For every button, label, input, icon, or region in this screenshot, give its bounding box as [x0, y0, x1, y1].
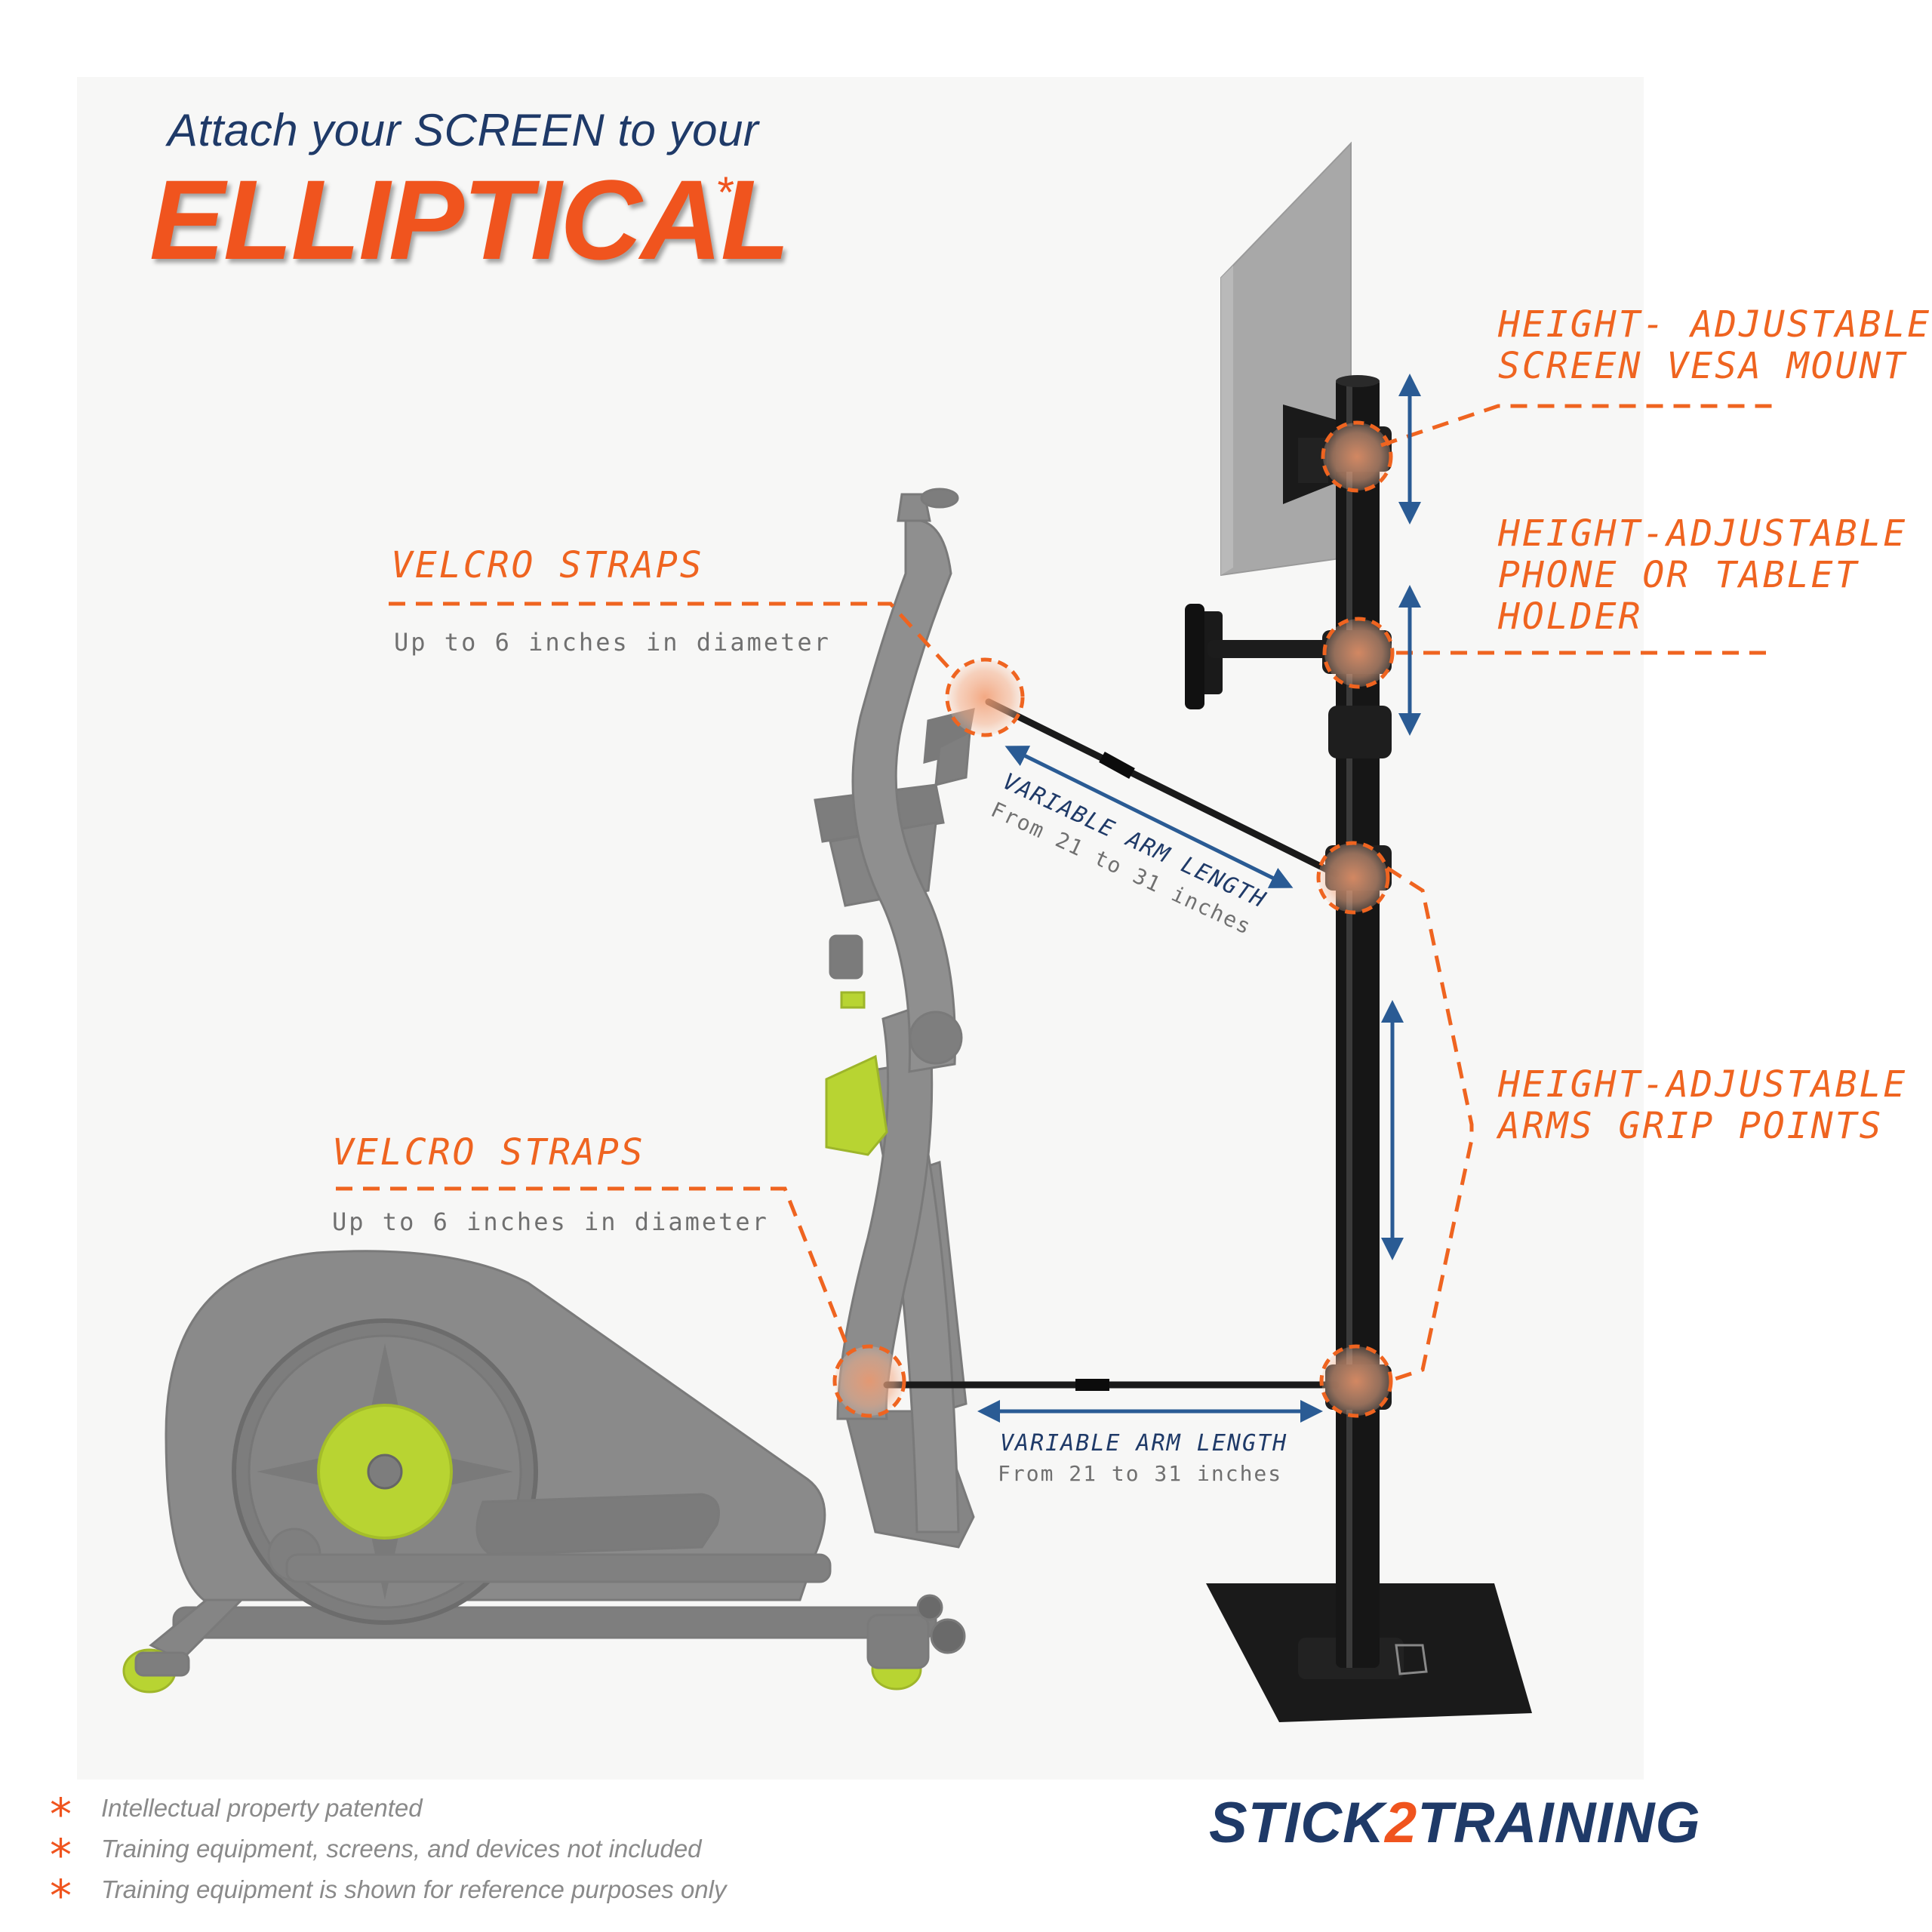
brand-part-stick: STICK: [1209, 1791, 1385, 1855]
footnote-text: Intellectual property patented: [101, 1794, 423, 1822]
asterisk-icon: *: [50, 1870, 72, 1921]
grip-highlights: [832, 420, 1395, 1418]
headline-elliptical: ELLIPTICAL: [149, 156, 790, 283]
phone-holder-title: HEIGHT-ADJUSTABLE PHONE OR TABLET HOLDER: [1498, 512, 1908, 638]
footnote-2: * Training equipment, screens, and devic…: [50, 1831, 702, 1877]
phone-line1: HEIGHT-ADJUSTABLE: [1498, 512, 1908, 555]
monitor-screen: [1220, 141, 1352, 577]
vesa-line1: HEIGHT- ADJUSTABLE: [1498, 303, 1932, 346]
brand-part-2: 2: [1385, 1791, 1418, 1855]
grip-line2: ARMS GRIP POINTS: [1498, 1105, 1884, 1148]
phone-line2: PHONE OR TABLET: [1498, 554, 1860, 597]
asterisk-icon: *: [50, 1829, 72, 1881]
footnote-text: Training equipment, screens, and devices…: [101, 1835, 702, 1863]
velcro-top-title: VELCRO STRAPS: [391, 544, 704, 586]
velcro-top-subtitle: Up to 6 inches in diameter: [394, 628, 831, 657]
footnote-text: Training equipment is shown for referenc…: [101, 1875, 727, 1903]
lower-arm-length-title: VARIABLE ARM LENGTH: [1000, 1430, 1288, 1457]
asterisk-icon: *: [50, 1789, 72, 1840]
stand-pole: [883, 375, 1532, 1722]
vesa-line2: SCREEN VESA MOUNT: [1498, 345, 1908, 388]
grip-line1: HEIGHT-ADJUSTABLE: [1498, 1063, 1908, 1106]
lower-arm-length-subtitle: From 21 to 31 inches: [998, 1461, 1283, 1486]
velcro-bottom-title: VELCRO STRAPS: [332, 1131, 645, 1174]
headline-line1: Attach your SCREEN to your: [168, 105, 759, 155]
phone-line3: HOLDER: [1498, 595, 1643, 638]
adjustment-arrows: [977, 374, 1421, 1423]
headline-asterisk: *: [715, 168, 733, 217]
brand-logo: STICK2TRAINING: [1209, 1790, 1701, 1856]
grip-points-title: HEIGHT-ADJUSTABLE ARMS GRIP POINTS: [1498, 1063, 1908, 1148]
vesa-mount-title: HEIGHT- ADJUSTABLE SCREEN VESA MOUNT: [1498, 303, 1932, 388]
elliptical-machine: [122, 488, 975, 1694]
footnote-1: * Intellectual property patented: [50, 1790, 423, 1836]
footnote-3: * Training equipment is shown for refere…: [50, 1872, 727, 1918]
brand-part-training: TRAINING: [1417, 1791, 1701, 1855]
velcro-bottom-subtitle: Up to 6 inches in diameter: [332, 1208, 769, 1236]
